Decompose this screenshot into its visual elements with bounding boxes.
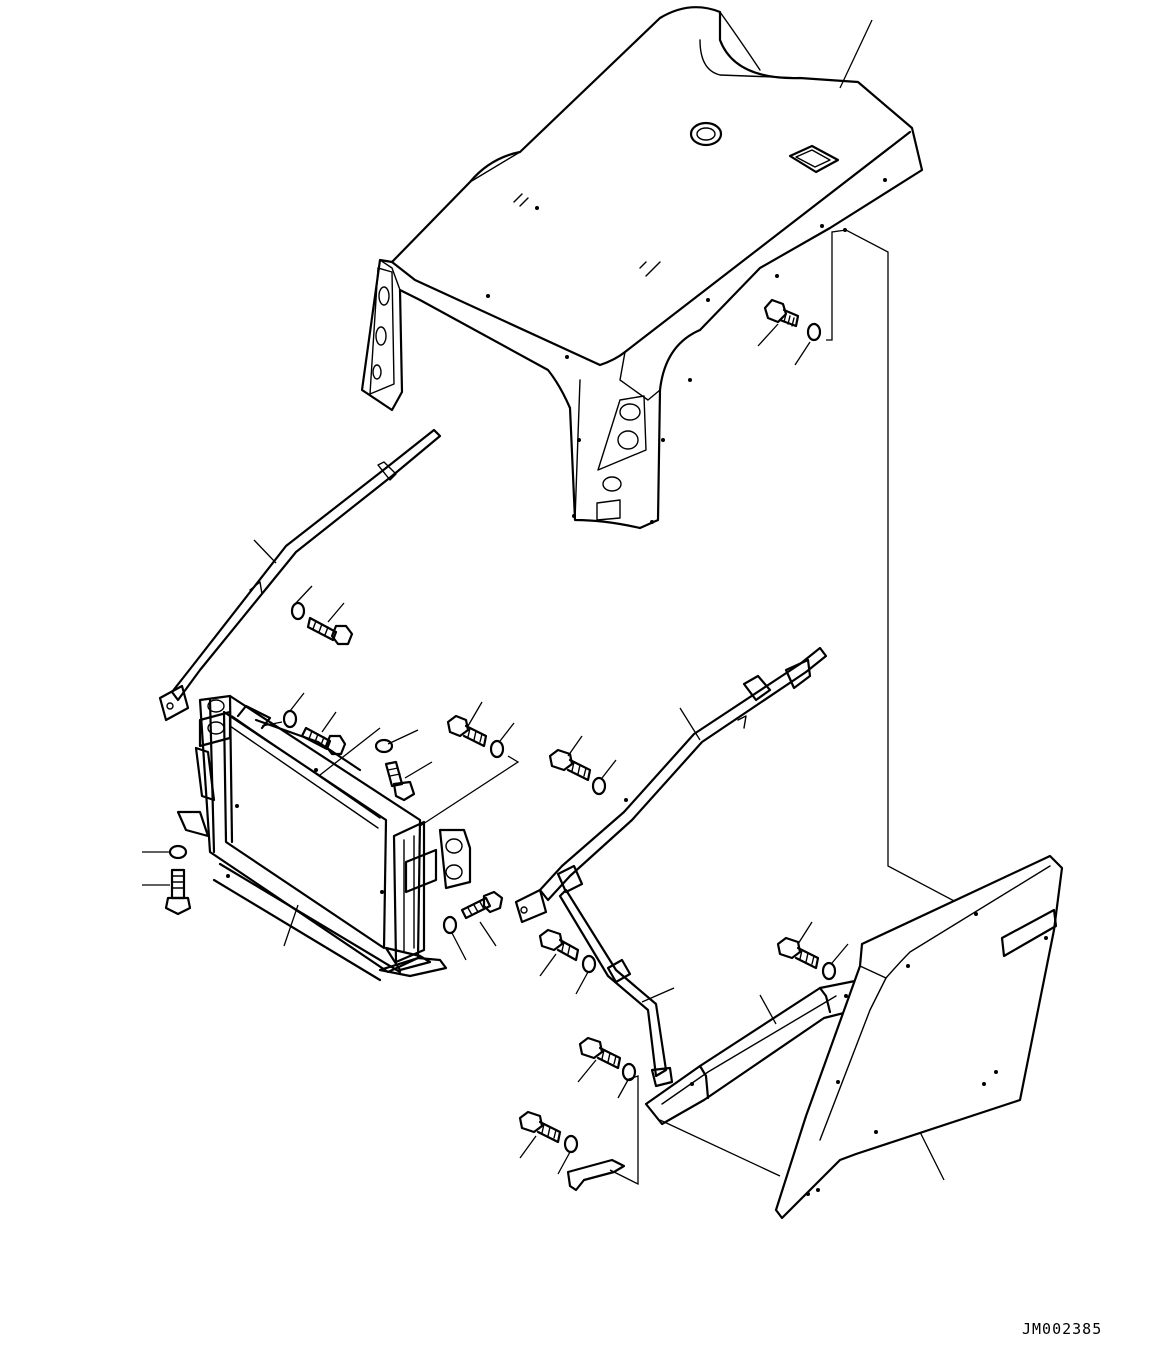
drawing-id-label: JM002385 [1022, 1320, 1103, 1338]
stay-bolt-mid [548, 748, 592, 782]
side-stay-rod [558, 888, 674, 1088]
frame-bolt-right [460, 890, 504, 920]
bracket-washer-upper [821, 961, 837, 981]
rod-bolt-lower [578, 1036, 622, 1070]
hood-washer [806, 322, 822, 342]
radiator-frame [176, 694, 472, 982]
hood-leader-line [839, 19, 873, 89]
left-stay-washer [290, 601, 306, 621]
bottom-bolt [518, 1110, 562, 1144]
frame-washer-left [168, 844, 188, 860]
left-stay-bar [158, 428, 442, 722]
bracket-to-panel-alignment-line [659, 1119, 781, 1177]
side-cover-panel [774, 854, 1064, 1220]
right-stay-bar [514, 646, 828, 924]
stay-washer-mid [591, 776, 607, 796]
radiator-washer-3 [489, 739, 505, 759]
plate-alignment-line [609, 1075, 639, 1186]
engine-hood-part [360, 6, 924, 530]
rod-washer-upper [581, 954, 597, 974]
radiator-bolt-3 [446, 714, 488, 748]
left-stay-bolt [306, 616, 354, 646]
radiator-bolt-1 [300, 726, 347, 756]
hood-to-panel-alignment-line [826, 229, 976, 913]
bracket-bolt-upper [776, 936, 820, 970]
frame-bolt-left [164, 868, 192, 916]
radiator-washer-2 [374, 738, 394, 754]
bottom-washer [563, 1134, 579, 1154]
rod-washer-lower [621, 1062, 637, 1082]
bottom-plate [566, 1158, 626, 1192]
frame-washer-right [442, 915, 458, 935]
rod-bolt-upper [538, 928, 580, 962]
radiator-bolt-2 [384, 760, 416, 802]
radiator-washer-1 [282, 709, 298, 729]
hood-bolt [763, 298, 800, 328]
